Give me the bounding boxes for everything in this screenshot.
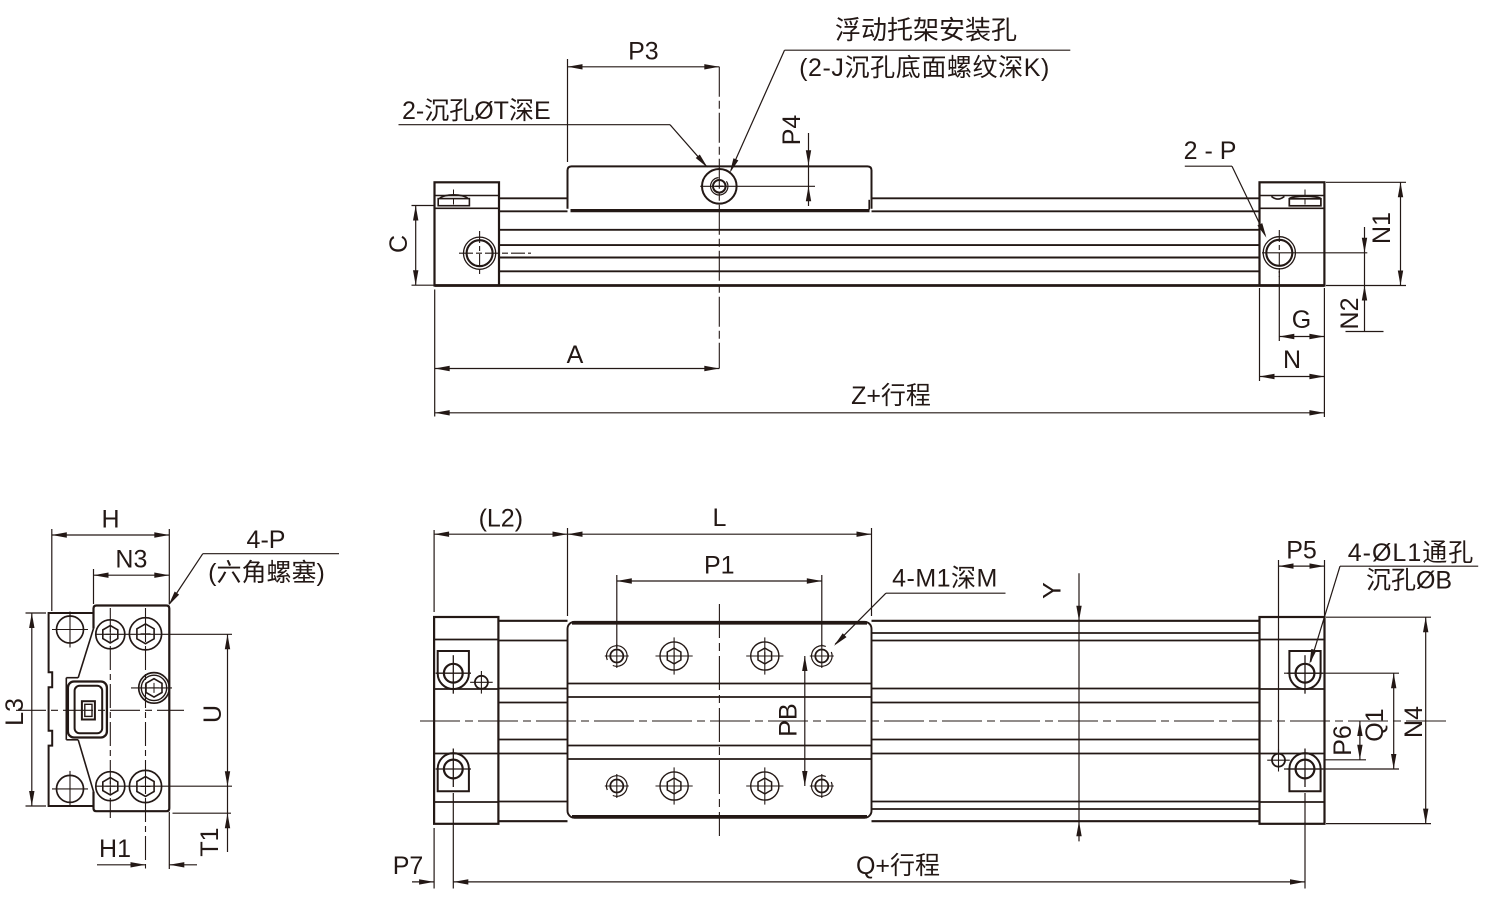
svg-text:P6: P6 <box>1329 725 1357 756</box>
svg-text:H: H <box>102 506 120 534</box>
svg-text:(六角螺塞): (六角螺塞) <box>208 559 325 587</box>
svg-text:N4: N4 <box>1400 706 1428 738</box>
svg-text:H1: H1 <box>99 835 131 863</box>
svg-text:T1: T1 <box>196 827 224 856</box>
svg-text:2-沉孔ØT深E: 2-沉孔ØT深E <box>402 97 551 125</box>
svg-text:P3: P3 <box>628 38 659 66</box>
svg-text:Y: Y <box>1039 582 1067 599</box>
svg-text:N1: N1 <box>1368 212 1396 244</box>
svg-text:Q+行程: Q+行程 <box>856 852 940 880</box>
svg-text:4-M1深M: 4-M1深M <box>892 565 998 593</box>
svg-text:N3: N3 <box>115 546 147 574</box>
svg-text:U: U <box>199 705 227 723</box>
svg-text:A: A <box>567 341 584 369</box>
svg-text:P7: P7 <box>393 852 424 880</box>
svg-text:N: N <box>1283 346 1301 374</box>
svg-text:沉孔ØB: 沉孔ØB <box>1366 567 1452 595</box>
svg-text:(2-J沉孔底面螺纹深K): (2-J沉孔底面螺纹深K) <box>799 54 1050 82</box>
svg-text:4-P: 4-P <box>247 526 286 554</box>
svg-text:L3: L3 <box>1 698 29 726</box>
svg-text:Q1: Q1 <box>1361 708 1389 741</box>
svg-text:浮动托架安装孔: 浮动托架安装孔 <box>835 15 1017 45</box>
svg-text:L: L <box>713 504 727 532</box>
svg-text:P5: P5 <box>1286 537 1317 565</box>
svg-text:P4: P4 <box>778 115 806 146</box>
svg-text:4-ØL1通孔: 4-ØL1通孔 <box>1348 539 1474 567</box>
svg-text:G: G <box>1292 306 1311 334</box>
svg-text:Z+行程: Z+行程 <box>851 382 931 410</box>
svg-text:2 - P: 2 - P <box>1184 137 1237 165</box>
svg-text:(L2): (L2) <box>479 505 523 533</box>
svg-text:N2: N2 <box>1336 298 1364 330</box>
svg-text:C: C <box>385 235 413 253</box>
svg-text:P1: P1 <box>704 552 735 580</box>
svg-text:PB: PB <box>775 703 803 736</box>
